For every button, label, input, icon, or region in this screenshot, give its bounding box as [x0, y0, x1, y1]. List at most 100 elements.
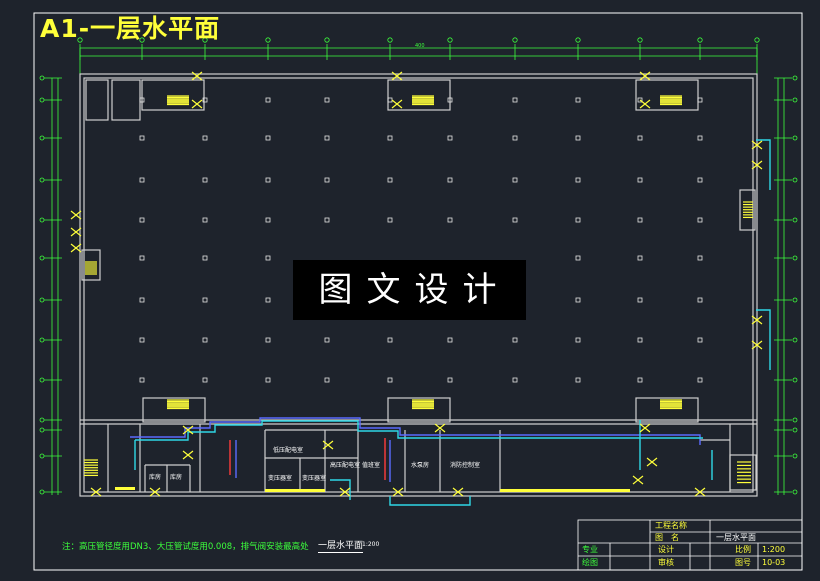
- column: [265, 135, 271, 141]
- column: [575, 177, 581, 183]
- door: [339, 487, 351, 497]
- door: [632, 475, 644, 485]
- column: [265, 377, 271, 383]
- axis-marker: [792, 217, 798, 223]
- axis-marker: [387, 37, 393, 43]
- axis-marker: [792, 489, 798, 495]
- axis-marker: [792, 255, 798, 261]
- column: [447, 217, 453, 223]
- door: [391, 71, 403, 81]
- door: [391, 99, 403, 109]
- column: [512, 377, 518, 383]
- axis-marker: [39, 217, 45, 223]
- drawing-frame: [33, 12, 803, 571]
- column: [575, 297, 581, 303]
- column: [202, 377, 208, 383]
- door: [452, 487, 464, 497]
- room-label: 水泵房: [411, 462, 430, 469]
- column: [575, 255, 581, 261]
- column: [697, 217, 703, 223]
- tb-drawing-no-label: 图号: [735, 558, 751, 567]
- tb-drawing-name-value: 一层水平面: [716, 533, 756, 542]
- entrance-strips: [115, 487, 630, 492]
- axis-marker: [512, 37, 518, 43]
- column: [637, 217, 643, 223]
- axis-marker: [447, 37, 453, 43]
- drawing-title: A1-一层水平面: [40, 14, 221, 43]
- axis-marker: [697, 37, 703, 43]
- tb-drawing-name-label: 图 名: [655, 533, 679, 542]
- column: [139, 297, 145, 303]
- door: [70, 210, 82, 220]
- door: [182, 425, 194, 435]
- axis-marker: [754, 37, 760, 43]
- column: [387, 217, 393, 223]
- column: [637, 135, 643, 141]
- column: [575, 217, 581, 223]
- column: [447, 377, 453, 383]
- column: [202, 337, 208, 343]
- column: [139, 97, 145, 103]
- axis-marker: [39, 97, 45, 103]
- column: [202, 177, 208, 183]
- column: [387, 377, 393, 383]
- tb-project-label: 工程名称: [655, 521, 687, 530]
- column: [447, 97, 453, 103]
- door: [751, 340, 763, 350]
- axis-marker: [202, 37, 208, 43]
- column: [324, 337, 330, 343]
- axis-marker: [39, 427, 45, 433]
- column: [265, 97, 271, 103]
- column: [202, 217, 208, 223]
- column: [575, 97, 581, 103]
- axis-marker: [39, 377, 45, 383]
- column: [324, 377, 330, 383]
- column: [265, 217, 271, 223]
- column: [202, 255, 208, 261]
- column: [512, 217, 518, 223]
- column: [697, 135, 703, 141]
- column: [265, 337, 271, 343]
- tb-design-label: 设计: [658, 545, 674, 554]
- column: [637, 337, 643, 343]
- axis-marker: [265, 37, 271, 43]
- tb-scale-value: 1:200: [762, 545, 786, 554]
- door: [434, 423, 446, 433]
- column: [697, 255, 703, 261]
- axis-marker: [39, 417, 45, 423]
- column: [512, 97, 518, 103]
- axis-marker: [792, 427, 798, 433]
- watermark: 图文设计: [293, 260, 526, 320]
- column: [637, 177, 643, 183]
- column: [637, 297, 643, 303]
- column: [512, 135, 518, 141]
- axis-marker: [637, 37, 643, 43]
- plan-caption: 一层水平面: [318, 538, 364, 553]
- side-dimension-lines: [51, 78, 785, 495]
- room-label: 库房: [149, 474, 162, 481]
- door: [639, 99, 651, 109]
- axis-marker: [575, 37, 581, 43]
- top-dimension-line: [79, 47, 758, 74]
- axis-marker: [77, 37, 83, 43]
- column-grid: [139, 97, 703, 383]
- column: [139, 377, 145, 383]
- axis-marker: [39, 337, 45, 343]
- room-label: 消防控制室: [450, 462, 481, 469]
- door: [70, 227, 82, 237]
- column: [697, 337, 703, 343]
- door: [392, 487, 404, 497]
- column: [202, 97, 208, 103]
- door: [182, 450, 194, 460]
- tb-drawing-no-value: 10-03: [762, 558, 786, 567]
- side-axis-ticks: [39, 75, 798, 495]
- column: [387, 177, 393, 183]
- column: [139, 337, 145, 343]
- axis-marker: [39, 135, 45, 141]
- axis-marker: [39, 489, 45, 495]
- column: [512, 337, 518, 343]
- title-block-frame: [577, 519, 803, 571]
- door: [646, 457, 658, 467]
- room-label: 高压配电室: [330, 462, 361, 469]
